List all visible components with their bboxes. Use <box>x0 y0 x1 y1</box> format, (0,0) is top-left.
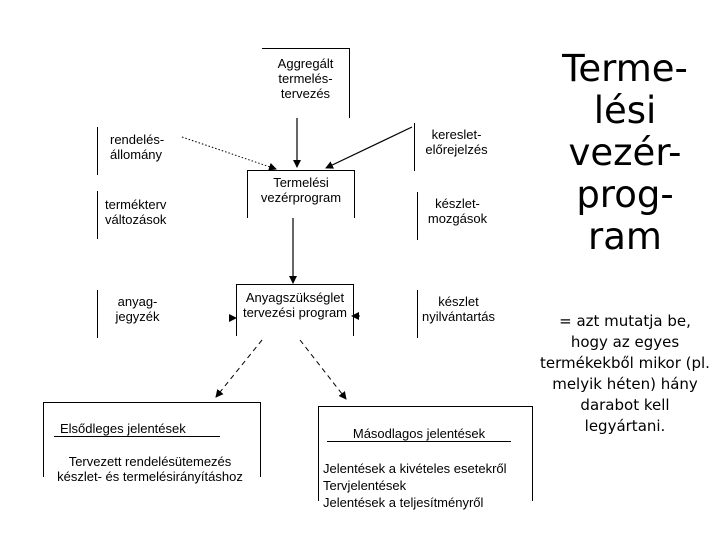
box-masodlagos-jelentesek: Másodlagos jelentések Jelentések a kivét… <box>318 406 533 510</box>
elsodleges-header: Elsődleges jelentések <box>54 421 220 437</box>
arrow-kereslet-to-vezerprogram <box>325 126 413 169</box>
elsodleges-body: Tervezett rendelésütemezés készlet- és t… <box>57 454 243 484</box>
arrow-rendeles-to-vezerprogram <box>181 136 277 171</box>
box-aggregalt-termelestervezes: Aggregált termelés- tervezés <box>262 48 350 118</box>
box-keszlet-mozgasok: készlet- mozgások <box>417 192 497 240</box>
slide-title: Terme- lési vezér- prog- ram <box>562 47 688 258</box>
box-termekterv-valtozasok: termékterv változások <box>97 191 187 239</box>
box-anyagjegyzek: anyag- jegyzék <box>97 290 177 338</box>
box-keszlet-nyilvantartas: készlet nyilvántartás <box>417 290 499 338</box>
box-kereslet-elorejelzes: kereslet- előrejelzés <box>414 123 498 171</box>
masodlagos-header: Másodlagos jelentések <box>327 426 511 442</box>
arrow-to-masodlagos <box>299 339 347 400</box>
box-rendelesallomany: rendelés- állomány <box>97 127 187 175</box>
box-elsodleges-jelentesek: Elsődleges jelentések Tervezett rendelés… <box>43 402 261 484</box>
arrow-to-elsodleges <box>215 339 263 398</box>
box-anyagszukseglet-tervezesi-program: Anyagszükséglet tervezési program <box>236 284 354 336</box>
box-termelesi-vezerprogram: Termelési vezérprogram <box>247 170 355 218</box>
masodlagos-body: Jelentések a kivételes esetekről Tervjel… <box>323 461 507 510</box>
slide-description: = azt mutatja be, hogy az egyes termékek… <box>540 312 710 435</box>
